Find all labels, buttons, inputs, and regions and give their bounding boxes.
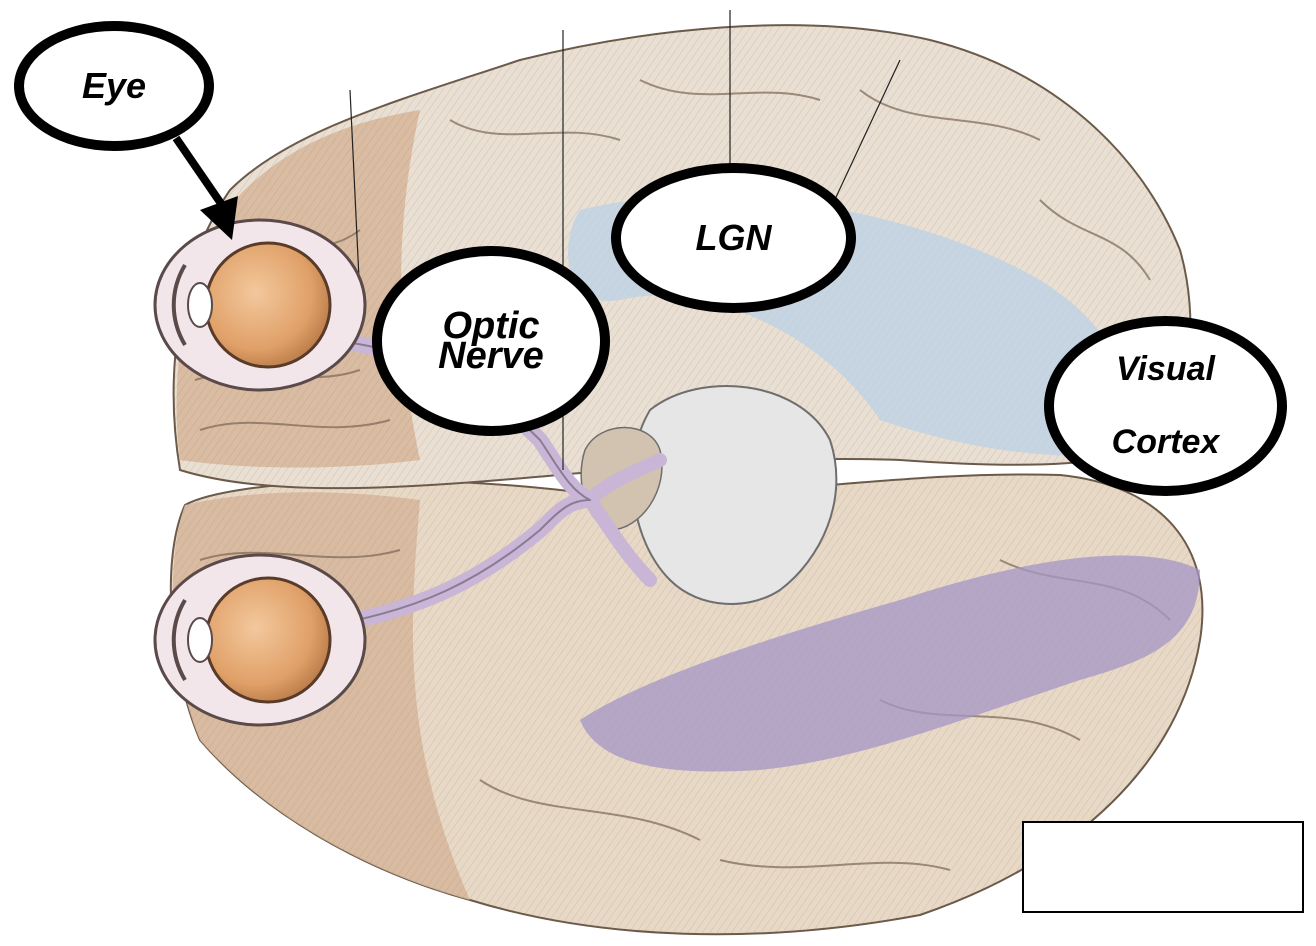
eye-label: Eye <box>14 21 214 151</box>
optic-nerve-label: Optic Nerve <box>372 246 610 436</box>
lower-eye <box>155 555 365 725</box>
upper-eye <box>155 220 365 390</box>
eye-label-text: Eye <box>82 65 146 107</box>
lgn-label-text: LGN <box>696 217 772 259</box>
eye-arrow <box>176 138 238 240</box>
lgn-label: LGN <box>611 163 856 313</box>
answer-box <box>1022 821 1304 913</box>
visual-cortex-label-line2: Cortex <box>1112 423 1220 462</box>
optic-nerve-label-line2: Nerve <box>438 341 544 371</box>
visual-cortex-label-line1: Visual <box>1116 350 1215 389</box>
visual-cortex-label: Visual Cortex <box>1044 316 1287 496</box>
